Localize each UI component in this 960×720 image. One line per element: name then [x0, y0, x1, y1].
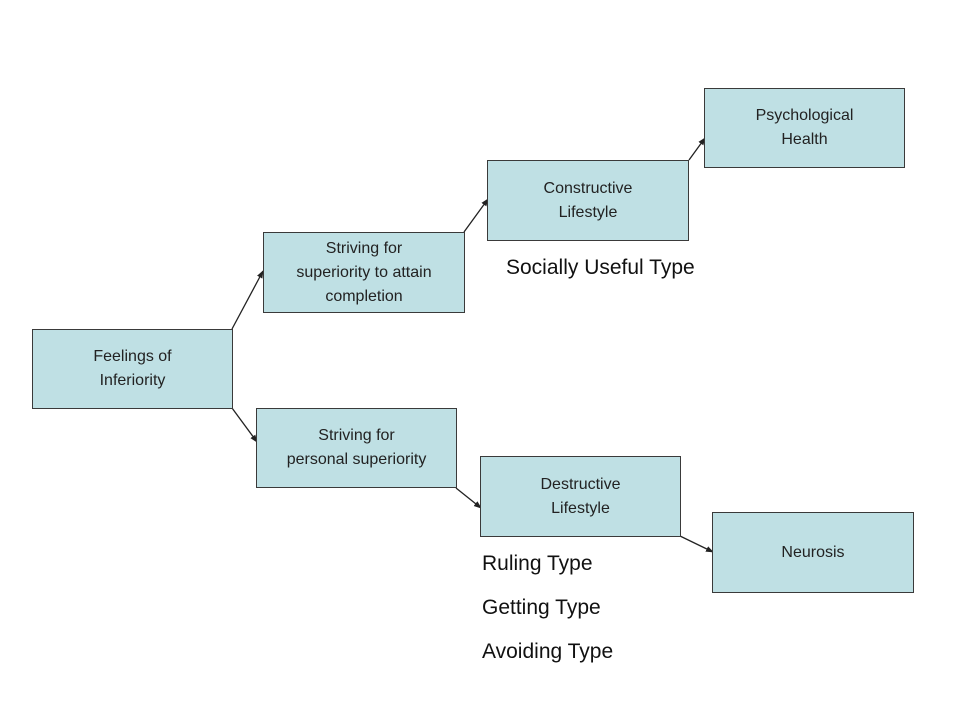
node-destructive-lifestyle: Destructive Lifestyle: [480, 456, 681, 537]
node-striving-personal-superiority: Striving for personal superiority: [256, 408, 457, 488]
label-ruling-type: Ruling Type: [482, 552, 593, 575]
arrow-inferiority-to-striving-personal: [231, 407, 258, 443]
node-striving-superiority-completion: Striving for superiority to attain compl…: [263, 232, 465, 313]
arrow-inferiority-to-striving-completion: [231, 270, 264, 330]
node-feelings-of-inferiority: Feelings of Inferiority: [32, 329, 233, 409]
arrow-constructive-to-psychological-health: [688, 137, 706, 161]
arrow-destructive-to-neurosis: [679, 535, 714, 553]
label-avoiding-type: Avoiding Type: [482, 640, 614, 663]
node-neurosis: Neurosis: [712, 512, 914, 593]
label-getting-type: Getting Type: [482, 596, 601, 619]
node-psychological-health: Psychological Health: [704, 88, 905, 168]
label-socially-useful-type: Socially Useful Type: [506, 256, 695, 279]
node-constructive-lifestyle: Constructive Lifestyle: [487, 160, 689, 241]
arrow-striving-completion-to-constructive: [463, 198, 489, 233]
arrow-striving-personal-to-destructive: [455, 487, 482, 509]
